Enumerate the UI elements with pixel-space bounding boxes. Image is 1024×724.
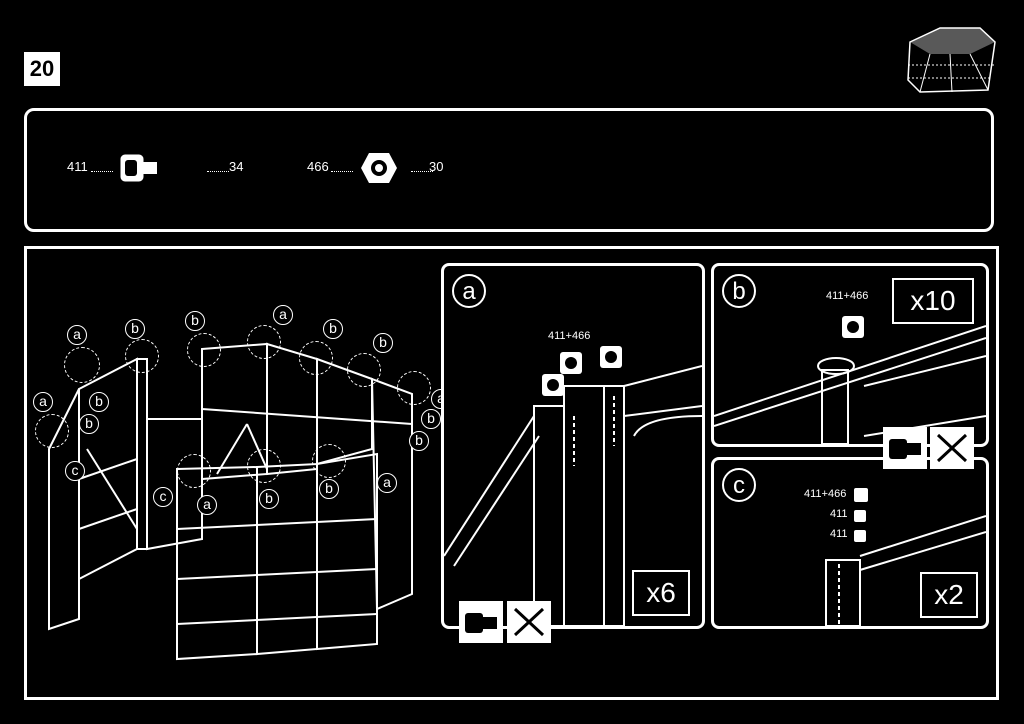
- callout-zone: [247, 325, 281, 359]
- corner-detail-drawing: [825, 488, 986, 626]
- multiplier: x2: [920, 572, 978, 618]
- part-code: 466: [307, 159, 329, 174]
- bolt-icon: [120, 154, 157, 182]
- detail-part-label: 411+466: [548, 330, 591, 342]
- callout-zone: [177, 454, 211, 488]
- callout-b: b: [185, 311, 205, 331]
- detail-a: a 411+466 x6: [441, 263, 705, 629]
- step-number: 20: [24, 52, 60, 86]
- leader-dots: [207, 171, 229, 172]
- parts-list: 411 34 466 30: [24, 108, 994, 232]
- callout-b: b: [319, 479, 339, 499]
- callout-a: a: [273, 305, 293, 325]
- callout-zone: [64, 347, 100, 383]
- callout-a: a: [377, 473, 397, 493]
- callout-zone: [187, 333, 221, 367]
- leader-dots: [91, 171, 113, 172]
- bolt-nut-assembled-icon: [883, 427, 927, 469]
- detail-c: c 411+466 411 411 x2: [711, 457, 989, 629]
- nut-icon: [361, 153, 397, 183]
- callout-b: b: [259, 489, 279, 509]
- wrench-not-allowed-icon: [507, 601, 551, 643]
- callout-a: a: [197, 495, 217, 515]
- detail-b: b 411+466 x10: [711, 263, 989, 447]
- callout-b: b: [409, 431, 429, 451]
- multiplier: x6: [632, 570, 690, 616]
- callout-b: b: [89, 392, 109, 412]
- callout-zone: [312, 444, 346, 478]
- bracket-detail-drawing: [714, 316, 986, 444]
- leader-dots: [411, 171, 433, 172]
- detail-part-label: 411: [830, 508, 848, 520]
- detail-letter: a: [452, 274, 486, 308]
- detail-part-label: 411: [830, 528, 848, 540]
- wrench-not-allowed-icon: [930, 427, 974, 469]
- bolt-nut-assembled-icon: [459, 601, 503, 643]
- callout-b: b: [323, 319, 343, 339]
- callout-a: a: [33, 392, 53, 412]
- callout-b: b: [373, 333, 393, 353]
- callout-zone: [347, 353, 381, 387]
- callout-c: c: [153, 487, 173, 507]
- callout-a: a: [67, 325, 87, 345]
- part-code: 411: [67, 159, 88, 174]
- post-detail-drawing: [444, 346, 702, 626]
- callout-zone: [247, 449, 281, 483]
- detail-part-label: 411+466: [804, 488, 847, 500]
- callout-b: b: [79, 414, 99, 434]
- callout-b: b: [125, 319, 145, 339]
- part-qty: 34: [229, 159, 244, 174]
- callout-zone: [35, 414, 69, 448]
- part-qty: 30: [429, 159, 444, 174]
- assembly-panel: a b b a b b a b b a b b c c a b b a: [24, 246, 999, 700]
- callout-c: c: [65, 461, 85, 481]
- multiplier: x10: [892, 278, 974, 324]
- callout-b: b: [421, 409, 441, 429]
- gazebo-thumbnail-icon: [907, 27, 996, 93]
- leader-dots: [331, 171, 353, 172]
- detail-letter: b: [722, 274, 756, 308]
- detail-part-label: 411+466: [826, 290, 869, 302]
- callout-zone: [397, 371, 431, 405]
- detail-letter: c: [722, 468, 756, 502]
- callout-zone: [299, 341, 333, 375]
- callout-zone: [125, 339, 159, 373]
